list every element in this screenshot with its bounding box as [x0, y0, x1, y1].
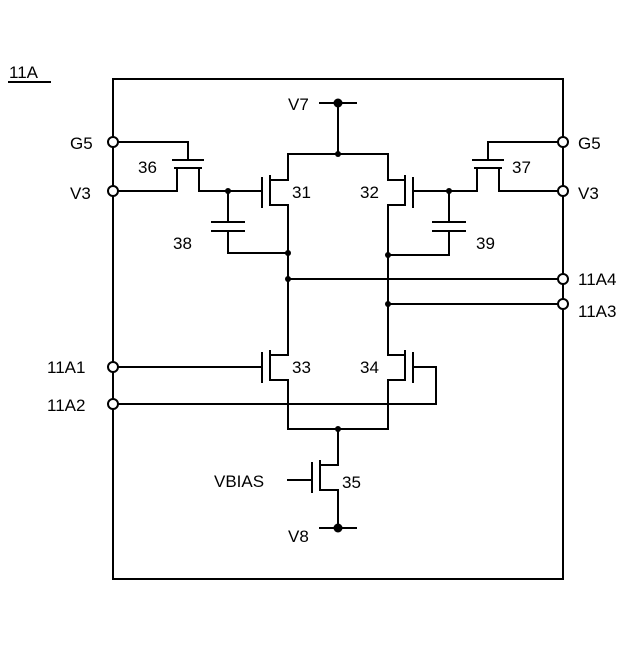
transistor-33-label: 33 — [292, 358, 311, 377]
transistor-35 — [288, 426, 388, 528]
transistor-35-label: 35 — [342, 473, 361, 492]
figure-label: 11A — [9, 63, 39, 82]
capacitor-39 — [385, 191, 465, 258]
transistor-36-label: 36 — [138, 158, 157, 177]
port-11a2-label: 11A2 — [47, 396, 85, 415]
transistor-32-label: 32 — [360, 183, 379, 202]
v7-label: V7 — [288, 95, 309, 114]
port-11a3-label: 11A3 — [578, 302, 616, 321]
transistor-37-label: 37 — [512, 158, 531, 177]
port-v3-left — [108, 186, 118, 196]
port-g5-left-label: G5 — [70, 134, 93, 153]
vbias-label: VBIAS — [214, 472, 264, 491]
port-v3-right-label: V3 — [578, 184, 599, 203]
port-g5-right-label: G5 — [578, 134, 601, 153]
transistor-32 — [388, 154, 449, 255]
v8-label: V8 — [288, 527, 309, 546]
transistor-33 — [113, 279, 288, 429]
output-nets — [285, 253, 563, 307]
port-11a2 — [108, 399, 118, 409]
transistor-34-label: 34 — [360, 358, 379, 377]
transistor-36 — [113, 142, 231, 194]
transistor-31 — [228, 154, 288, 253]
capacitor-38-label: 38 — [173, 234, 192, 253]
capacitor-38 — [212, 191, 291, 256]
v8-supply — [320, 524, 356, 533]
port-11a4-label: 11A4 — [578, 270, 616, 289]
port-g5-right — [558, 137, 568, 147]
port-11a1-label: 11A1 — [47, 358, 85, 377]
port-11a1 — [108, 362, 118, 372]
port-g5-left — [108, 137, 118, 147]
port-11a3 — [558, 299, 568, 309]
transistor-37 — [446, 142, 563, 194]
port-v3-right — [558, 186, 568, 196]
port-v3-left-label: V3 — [70, 184, 91, 203]
capacitor-39-label: 39 — [476, 234, 495, 253]
transistor-31-label: 31 — [292, 183, 311, 202]
port-11a4 — [558, 274, 568, 284]
